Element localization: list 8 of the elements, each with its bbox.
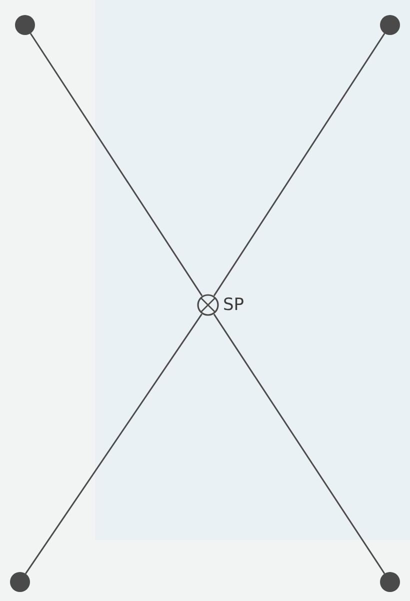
end-point-dot [380,572,400,592]
end-point-dot [15,15,35,35]
connecting-line [213,33,386,296]
connecting-line [24,314,202,574]
end-point-dot [10,572,30,592]
point-label: SP [223,295,244,315]
connecting-line [30,32,203,296]
connecting-line [213,314,386,574]
